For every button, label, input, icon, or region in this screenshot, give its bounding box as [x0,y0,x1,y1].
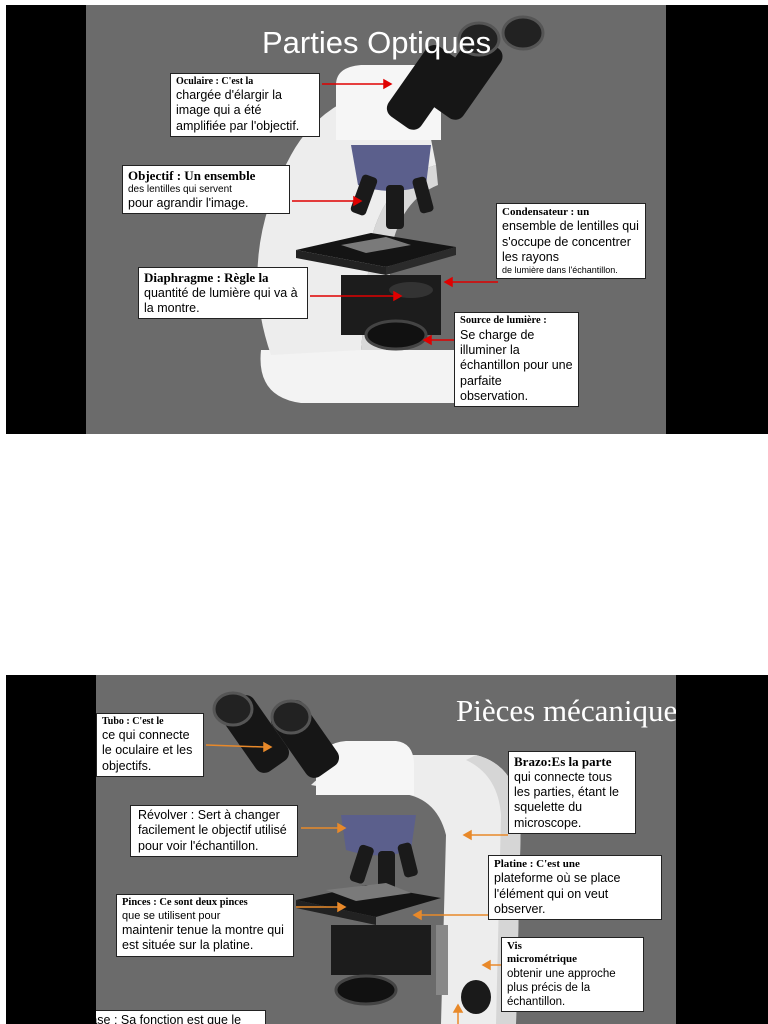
slide-background: Parties Optiques Oculaire : C'est la cha… [86,5,666,434]
slide-title: Pièces mécaniques [456,693,676,728]
callout-heading: Tubo : C'est le [102,716,164,727]
callout-tubo: Tubo : C'est le ce qui connecte le ocula… [96,713,204,777]
callout-heading: Oculaire : C'est la [176,76,254,87]
callout-heading: Pinces : Ce sont deux pinces [122,897,248,908]
callout-revolver: Révolver : Sert à changer facilement le … [130,805,298,857]
callout-text: maintenir tenue la montre qui est située… [122,923,284,953]
callout-pinces: Pinces : Ce sont deux pinces que se util… [116,894,294,957]
callout-text: Révolver : Sert à changer facilement le … [138,808,287,853]
callout-condensateur: Condensateur : un ensemble de lentilles … [496,203,646,280]
callout-brazo: Brazo:Es la parte qui connecte tous les … [508,751,636,834]
callout-source-lumiere: Source de lumière : Se charge de illumin… [454,312,579,408]
callout-objectif: Objectif : Un ensemble des lentilles qui… [122,165,290,215]
callout-heading: Objectif : Un ensemble [128,168,256,183]
callout-heading: Condensateur : un [502,206,590,218]
callout-platine: Platine : C'est une plateforme où se pla… [488,855,662,921]
callout-text: Se charge de illuminer la échantillon po… [460,327,573,403]
microscope-illustration [257,15,558,403]
callout-base: Base : Sa fonction est que le [96,1010,266,1024]
callout-text: obtenir une approche plus précis de la é… [507,967,616,1008]
callout-text: qui connecte tous les parties, étant le … [514,769,619,830]
callout-text: chargée d'élargir la image qui a été amp… [176,88,300,133]
callout-text: quantité de lumière qui va à la montre. [144,285,298,316]
callout-diaphragme: Diaphragme : Règle la quantité de lumièr… [138,267,308,320]
callout-heading: Platine : C'est une [494,858,580,870]
callout-heading: Diaphragme : Règle la [144,270,269,285]
callout-text: Base : Sa fonction est que le [96,1013,242,1024]
callout-vis-micrometrique: Vis micrométrique obtenir une approche p… [501,937,644,1012]
callout-text: plateforme où se place l'élément qui on … [494,871,621,916]
callout-text-small: des lentilles qui servent [128,183,232,195]
callout-text: pour agrandir l'image. [128,196,249,211]
callout-text: ensemble de lentilles qui s'occupe de co… [502,219,639,264]
callout-text: ce qui connecte le oculaire et les objec… [102,728,193,773]
callout-heading: Source de lumière : [460,315,547,326]
callout-heading: Vis micrométrique [507,940,578,966]
slide-background: Pièces mécaniques Tubo : C'est le ce qui… [96,675,676,1024]
microscope-illustration [205,691,521,1024]
slide-mechanical-parts: Pièces mécaniques Tubo : C'est le ce qui… [6,675,768,1024]
callout-text-small: de lumière dans l'échantillon. [502,265,618,276]
slide-title: Parties Optiques [262,25,492,60]
callout-heading: Brazo:Es la parte [514,754,612,769]
slide-optical-parts: Parties Optiques Oculaire : C'est la cha… [6,5,768,434]
callout-oculaire: Oculaire : C'est la chargée d'élargir la… [170,73,320,137]
callout-text-small: que se utilisent pour [122,909,221,922]
